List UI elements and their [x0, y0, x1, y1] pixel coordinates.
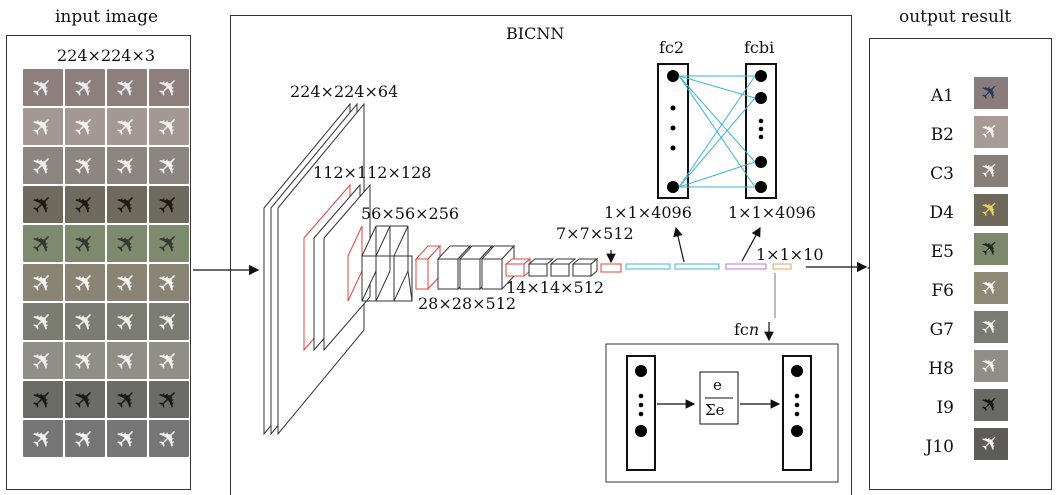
- conv-block-28: [416, 246, 514, 289]
- fc2-size-label: 1×1×4096: [604, 205, 692, 221]
- layer-label-112: 112×112×128: [313, 165, 431, 181]
- fc2-bar: [675, 264, 719, 269]
- airplane-icon: ✈: [977, 196, 1006, 225]
- output-size-label: 1×1×10: [756, 247, 824, 263]
- layer-label-224: 224×224×64: [290, 84, 398, 100]
- output-class-row: C3 ✈: [870, 155, 1050, 191]
- output-class-name: G7: [930, 320, 954, 340]
- pool-block-7: [601, 264, 621, 272]
- output-class-thumbnail: ✈: [974, 77, 1008, 109]
- conv-block-14: [506, 259, 597, 276]
- layer-label-56: 56×56×256: [361, 206, 459, 222]
- bicnn-title: BICNN: [506, 26, 564, 42]
- output-class-row: A1 ✈: [870, 77, 1050, 113]
- output-class-row: E5 ✈: [870, 233, 1050, 269]
- fc2-box: [658, 64, 688, 198]
- output-class-name: F6: [931, 281, 954, 301]
- output-class-list: A1 ✈ B2 ✈ C3 ✈ D4 ✈ E5 ✈ F6 ✈ G7 ✈ H8 ✈ I9 ✈ J10 ✈: [870, 77, 1053, 477]
- output-class-thumbnail: ✈: [974, 311, 1008, 343]
- airplane-icon: ✈: [977, 391, 1006, 420]
- output-class-name: H8: [928, 359, 954, 379]
- output-class-name: I9: [936, 398, 954, 418]
- fcn-input-box: [627, 356, 655, 470]
- output-class-thumbnail: ✈: [974, 116, 1008, 148]
- output-class-name: A1: [931, 86, 954, 106]
- output-class-thumbnail: ✈: [974, 272, 1008, 304]
- airplane-icon: ✈: [977, 235, 1006, 264]
- airplane-icon: ✈: [977, 313, 1006, 342]
- fc1-bar: [626, 264, 670, 269]
- output-class-thumbnail: ✈: [974, 233, 1008, 265]
- airplane-icon: ✈: [977, 118, 1006, 147]
- fcbi-bar: [726, 264, 766, 269]
- output-class-name: D4: [930, 203, 954, 223]
- output-class-thumbnail: ✈: [974, 155, 1008, 187]
- softmax-numerator: e: [713, 378, 722, 393]
- output-class-row: B2 ✈: [870, 116, 1050, 152]
- output-panel: A1 ✈ B2 ✈ C3 ✈ D4 ✈ E5 ✈ F6 ✈ G7 ✈ H8 ✈ I9 ✈ J10 ✈: [869, 38, 1052, 490]
- fcbi-size-label: 1×1×4096: [728, 205, 816, 221]
- airplane-icon: ✈: [977, 274, 1006, 303]
- airplane-icon: ✈: [977, 157, 1006, 186]
- output-class-thumbnail: ✈: [974, 194, 1008, 226]
- output-class-thumbnail: ✈: [974, 389, 1008, 421]
- airplane-icon: ✈: [977, 352, 1006, 381]
- output-class-thumbnail: ✈: [974, 350, 1008, 382]
- layer-label-14: 14×14×512: [506, 280, 604, 296]
- fc2-label: fc2: [659, 40, 684, 56]
- bilinear-connections: [679, 76, 755, 187]
- output-class-row: D4 ✈: [870, 194, 1050, 230]
- output-class-row: J10 ✈: [870, 428, 1050, 464]
- output-panel-title: output result: [899, 9, 1011, 26]
- layer-label-28: 28×28×512: [418, 296, 516, 312]
- fcn-label: fcn: [734, 322, 759, 338]
- fcbi-box: [746, 64, 776, 198]
- final-bar: [773, 264, 791, 269]
- output-class-name: C3: [930, 164, 954, 184]
- fcbi-label: fcbi: [744, 40, 774, 56]
- output-class-row: I9 ✈: [870, 389, 1050, 425]
- layer-label-7: 7×7×512: [556, 226, 634, 242]
- output-class-name: B2: [931, 125, 954, 145]
- softmax-denominator: Σe: [705, 403, 724, 418]
- fcn-output-box: [783, 356, 811, 470]
- output-class-row: G7 ✈: [870, 311, 1050, 347]
- airplane-icon: ✈: [977, 430, 1006, 459]
- output-class-name: J10: [926, 437, 954, 457]
- output-class-row: F6 ✈: [870, 272, 1050, 308]
- airplane-icon: ✈: [977, 79, 1006, 108]
- output-class-row: H8 ✈: [870, 350, 1050, 386]
- output-class-name: E5: [931, 242, 954, 262]
- output-class-thumbnail: ✈: [974, 428, 1008, 460]
